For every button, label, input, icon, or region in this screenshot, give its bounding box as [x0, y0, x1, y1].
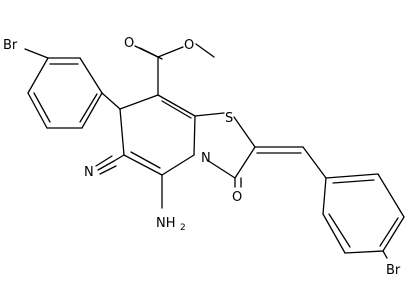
right-bromophenyl-ring — [322, 173, 405, 254]
pyrimidine-ring — [119, 94, 196, 176]
atom-o-ester: O — [184, 38, 194, 53]
atom-s-ring: S — [225, 111, 233, 126]
atom-n-ring: N — [201, 151, 211, 166]
bond-br-left — [24, 48, 49, 59]
bond-aryl-c7 — [101, 92, 121, 110]
methyl-ester — [134, 43, 215, 96]
nitrile-triple-b — [95, 155, 113, 167]
atom-o-ketone: O — [232, 190, 242, 205]
atom-br-left: Br — [3, 38, 18, 53]
bond-br-right — [382, 250, 388, 259]
bond-vinyl-aryl — [302, 146, 327, 179]
atom-o-carbonyl-ester: O — [124, 36, 134, 51]
nitrile-triple-c — [99, 165, 117, 175]
atom-nh2-subscript: 2 — [180, 223, 186, 233]
bond-c6-cn — [113, 154, 125, 162]
nitrile-triple-a — [97, 160, 115, 171]
left-bromophenyl-ring — [27, 57, 103, 129]
atom-br-right: Br — [386, 263, 401, 278]
atom-nh2-main: NH — [156, 216, 176, 231]
thiazolidinone-ring — [194, 112, 256, 179]
atom-n-nitrile: N — [84, 165, 94, 180]
